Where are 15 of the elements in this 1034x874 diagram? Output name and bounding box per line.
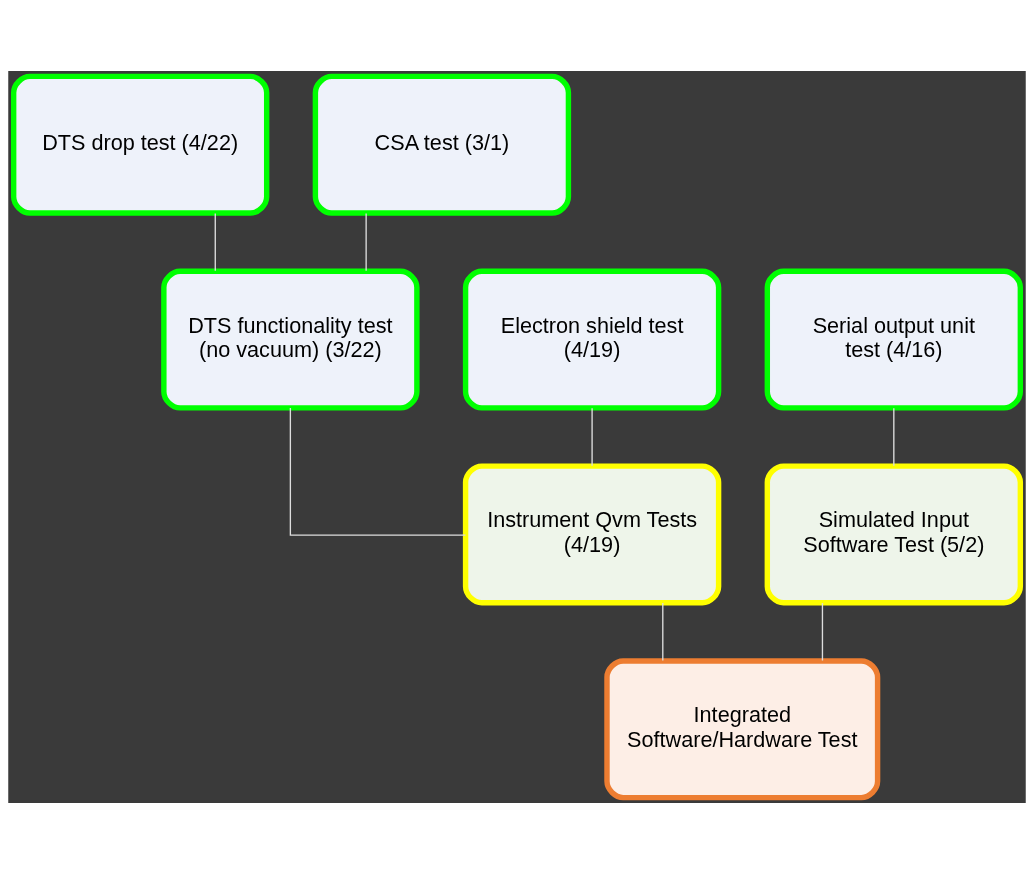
connector [662, 602, 664, 662]
connector [289, 407, 467, 536]
node-box: Simulated Input Software Test (5/2) [764, 463, 1024, 606]
connector [821, 602, 824, 662]
connector [214, 212, 216, 272]
node-box: CSA test (3/1) [312, 73, 572, 216]
node-box: Serial output unit test (4/16) [764, 268, 1024, 411]
node-box: Electron shield test (4/19) [462, 268, 722, 411]
node-box: DTS drop test (4/22) [10, 73, 270, 216]
node-box: Integrated Software/Hardware Test [604, 658, 881, 801]
node-box: Instrument Qvm Tests (4/19) [462, 463, 722, 606]
connector [365, 212, 367, 272]
connector [591, 407, 593, 467]
node-box: DTS functionality test (no vacuum) (3/22) [161, 268, 420, 411]
connector [893, 407, 895, 467]
